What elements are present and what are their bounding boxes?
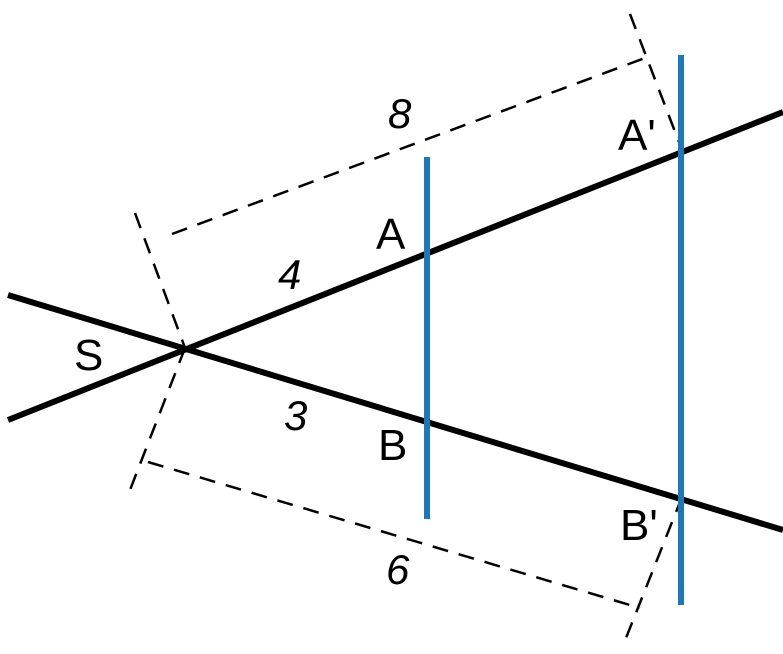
point-label-A: A (376, 210, 406, 259)
dimension-tick-top-left (133, 212, 187, 349)
length-label-SA-prime: 8 (388, 90, 412, 137)
dimension-bracket-top (133, 13, 684, 349)
rays (6, 109, 783, 533)
length-label-SB: 3 (284, 392, 307, 439)
point-label-S: S (74, 331, 103, 380)
dimension-tick-top-right (628, 13, 684, 151)
point-label-A-prime: A' (618, 111, 656, 160)
point-label-B-prime: B' (620, 501, 658, 550)
length-label-SA: 4 (278, 251, 301, 298)
dimension-line-top (171, 56, 646, 236)
dimension-bracket-bottom (128, 347, 684, 639)
point-label-B: B (378, 421, 407, 470)
ray-upper (6, 109, 783, 423)
parallel-lines (424, 55, 684, 605)
dimension-line-bottom (147, 460, 641, 610)
length-label-SB-prime: 6 (386, 546, 410, 593)
ray-lower (7, 292, 783, 533)
